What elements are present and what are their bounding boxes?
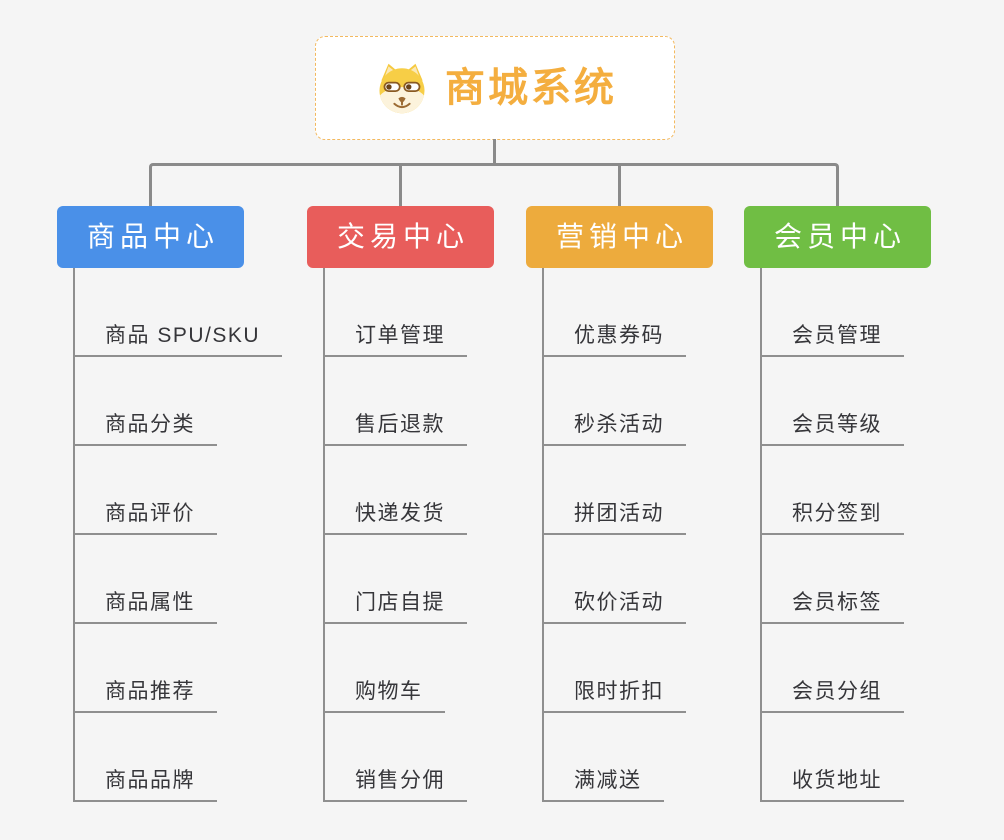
connector-branch3-stub bbox=[618, 165, 621, 206]
leaf-node[interactable]: 积分签到 bbox=[760, 495, 904, 535]
branch-node-members[interactable]: 会员中心 bbox=[744, 206, 931, 268]
branch-node-trade[interactable]: 交易中心 bbox=[307, 206, 494, 268]
leaf-node[interactable]: 销售分佣 bbox=[323, 762, 467, 802]
dog-face-icon bbox=[379, 63, 425, 114]
connector-horizontal-frame bbox=[149, 163, 839, 206]
leaf-node[interactable]: 砍价活动 bbox=[542, 584, 686, 624]
connector-branch2-stub bbox=[399, 165, 402, 206]
connector-column4-line bbox=[760, 268, 762, 802]
root-title: 商城系统 bbox=[445, 66, 617, 110]
leaf-node[interactable]: 拼团活动 bbox=[542, 495, 686, 535]
leaf-node[interactable]: 门店自提 bbox=[323, 584, 467, 624]
leaf-node[interactable]: 订单管理 bbox=[323, 317, 467, 357]
leaf-node[interactable]: 商品品牌 bbox=[73, 762, 217, 802]
connector-column3-line bbox=[542, 268, 544, 802]
leaf-node[interactable]: 会员管理 bbox=[760, 317, 904, 357]
root-node[interactable]: 商城系统 bbox=[315, 36, 675, 140]
leaf-node[interactable]: 秒杀活动 bbox=[542, 406, 686, 446]
leaf-node[interactable]: 商品属性 bbox=[73, 584, 217, 624]
connector-column1-line bbox=[73, 268, 75, 802]
leaf-node[interactable]: 商品评价 bbox=[73, 495, 217, 535]
leaf-node[interactable]: 收货地址 bbox=[760, 762, 904, 802]
leaf-node[interactable]: 商品推荐 bbox=[73, 673, 217, 713]
leaf-node[interactable]: 售后退款 bbox=[323, 406, 467, 446]
connector-root-stub bbox=[493, 139, 496, 166]
leaf-node[interactable]: 限时折扣 bbox=[542, 673, 686, 713]
branch-node-products[interactable]: 商品中心 bbox=[57, 206, 244, 268]
leaf-node[interactable]: 购物车 bbox=[323, 673, 445, 713]
leaf-node[interactable]: 会员标签 bbox=[760, 584, 904, 624]
connector-column2-line bbox=[323, 268, 325, 802]
leaf-node[interactable]: 商品 SPU/SKU bbox=[73, 317, 283, 357]
branch-node-marketing[interactable]: 营销中心 bbox=[526, 206, 713, 268]
leaf-node[interactable]: 优惠券码 bbox=[542, 317, 686, 357]
leaf-node[interactable]: 会员分组 bbox=[760, 673, 904, 713]
leaf-node[interactable]: 满减送 bbox=[542, 762, 664, 802]
leaf-node[interactable]: 会员等级 bbox=[760, 406, 904, 446]
leaf-node[interactable]: 商品分类 bbox=[73, 406, 217, 446]
leaf-node[interactable]: 快递发货 bbox=[323, 495, 467, 535]
